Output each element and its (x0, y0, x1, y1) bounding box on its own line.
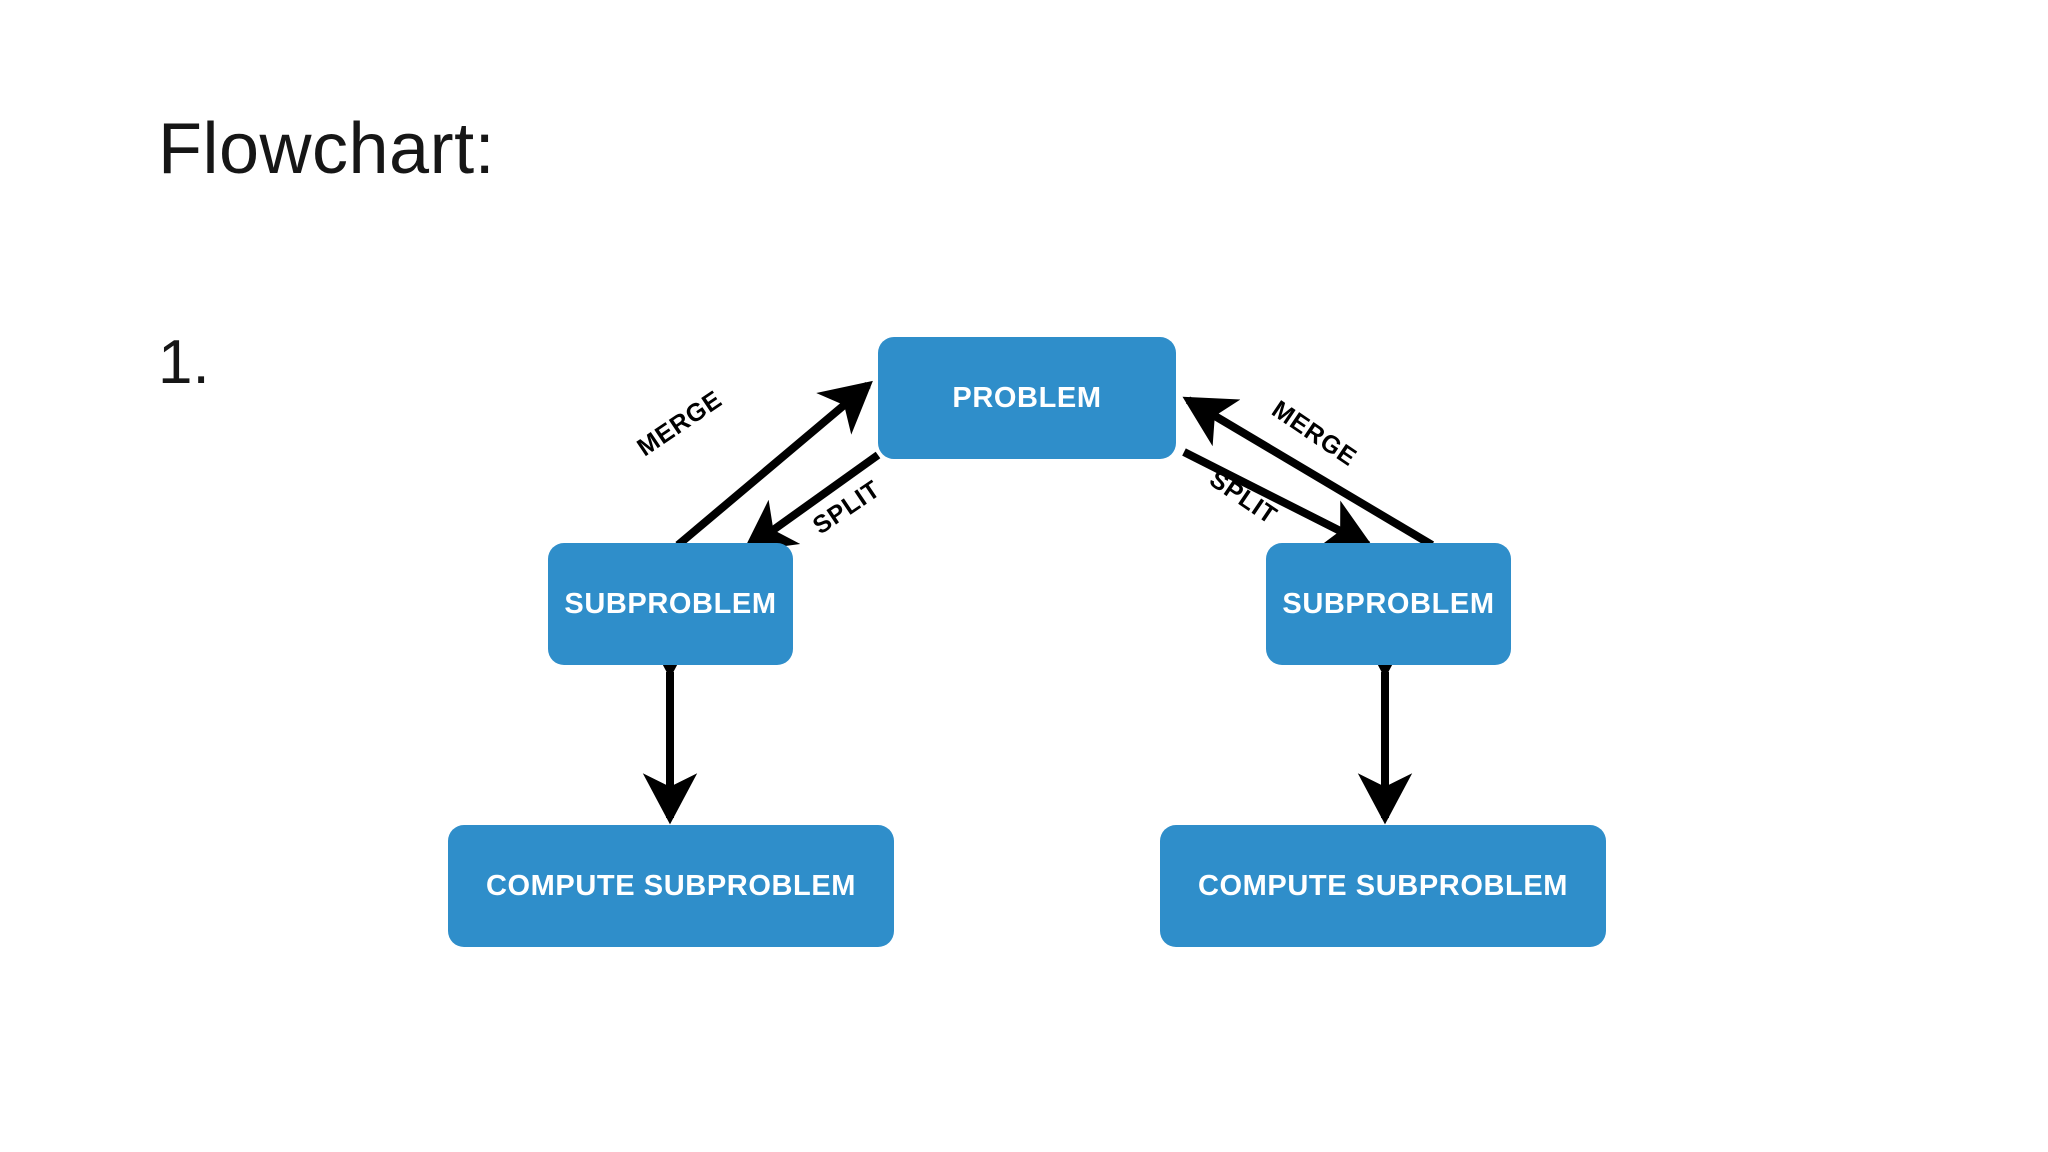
node-subproblem-right-label: SUBPROBLEM (1282, 587, 1495, 620)
page-title: Flowchart: (158, 109, 496, 189)
list-number: 1. (158, 328, 210, 397)
edge-split-right (1182, 448, 1374, 550)
node-problem-label: PROBLEM (952, 381, 1102, 414)
node-problem[interactable]: PROBLEM (878, 337, 1176, 459)
node-compute-subproblem-left-label: COMPUTE SUBPROBLEM (485, 869, 857, 902)
edge-split-left (742, 451, 881, 552)
node-subproblem-right[interactable]: SUBPROBLEM (1266, 543, 1511, 665)
edge-merge-right (1182, 396, 1435, 549)
node-compute-subproblem-left[interactable]: COMPUTE SUBPROBLEM (448, 825, 894, 947)
node-subproblem-left-label: SUBPROBLEM (564, 587, 777, 620)
node-subproblem-left[interactable]: SUBPROBLEM (548, 543, 793, 665)
node-compute-subproblem-right[interactable]: COMPUTE SUBPROBLEM (1160, 825, 1606, 947)
edge-merge-left (675, 380, 873, 549)
node-compute-subproblem-right-label: COMPUTE SUBPROBLEM (1197, 869, 1569, 902)
